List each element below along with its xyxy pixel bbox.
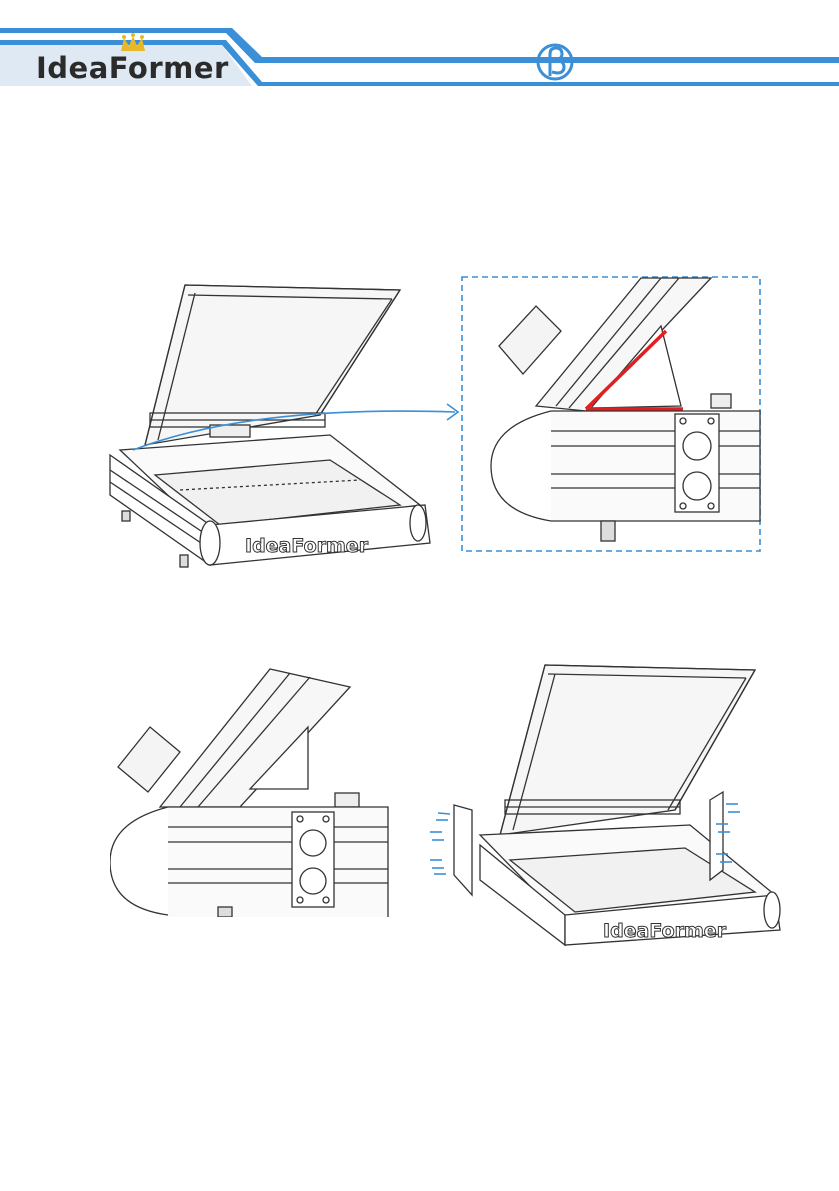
side-plates-install-illustration: IdeaFormer: [420, 660, 790, 950]
bracket-detail-illustration: [461, 276, 761, 552]
bracket-removed-illustration: [110, 667, 390, 917]
crown-icon: [121, 33, 145, 51]
rail-brand-label: IdeaFormer: [245, 535, 369, 557]
brand-name: IdeaFormer: [36, 51, 229, 85]
printer-overview-illustration: IdeaFormer: [100, 275, 445, 570]
rail-brand-label: IdeaFormer: [603, 920, 727, 942]
